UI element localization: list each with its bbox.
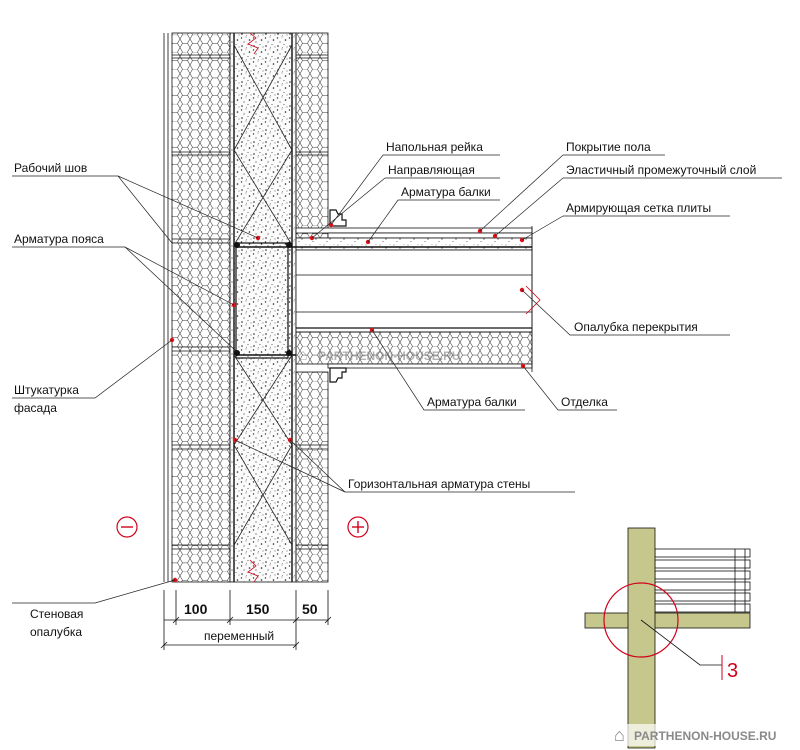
label-horizontal-wall-rebar: Горизонтальная арматура стены (348, 477, 530, 491)
wall-section (163, 32, 329, 583)
label-facade-plaster-2: фасада (14, 401, 57, 415)
plus-sign-icon (347, 516, 369, 538)
svg-text:PARTHENON-HOUSE.RU: PARTHENON-HOUSE.RU (634, 729, 776, 743)
label-slab-mesh: Армирующая сетка плиты (566, 201, 711, 215)
watermark-center: ⌂ PARTHENON-HOUSE.RU (298, 347, 460, 364)
svg-text:PARTHENON-HOUSE.RU: PARTHENON-HOUSE.RU (318, 349, 460, 363)
label-facade-plaster-1: Штукатурка (14, 383, 79, 397)
right-insulation-panel-upper (295, 32, 329, 239)
dimension-lines (160, 590, 332, 650)
ceiling-batten (329, 367, 347, 383)
floor-slab (236, 209, 541, 383)
label-slab-formwork: Опалубка перекрытия (574, 320, 698, 334)
slab-formwork-void (295, 249, 533, 333)
belt-zone (235, 242, 289, 359)
floor-covering-layer (295, 227, 533, 234)
truss-diagonals (233, 44, 293, 546)
label-floor-batten: Напольная рейка (386, 140, 483, 154)
elastic-layer (327, 232, 533, 239)
break-mark-bottom (247, 559, 259, 583)
label-elastic-layer: Эластичный промежуточный слой (566, 163, 756, 177)
labels: Рабочий шов Арматура пояса Штукатурка фа… (14, 140, 756, 639)
inset-post (627, 527, 656, 749)
leader-lines (12, 154, 782, 604)
label-beam-rebar-bottom: Арматура балки (427, 395, 517, 409)
inset-callout-circle (603, 582, 679, 658)
label-floor-covering: Покрытие пола (566, 140, 651, 154)
ceiling-finish (327, 363, 533, 369)
right-insulation-panel-lower (295, 371, 329, 583)
left-insulation-panel (171, 32, 231, 583)
slab-insulation-bottom (295, 331, 533, 365)
inset-beam (584, 612, 751, 629)
label-finish: Отделка (561, 395, 608, 409)
label-wall-formwork-2: опалубка (30, 625, 82, 639)
watermark-bottom: ⌂ PARTHENON-HOUSE.RU (612, 724, 800, 746)
dimension-variable: переменный (204, 629, 274, 643)
label-beam-rebar-top: Арматура балки (401, 185, 491, 199)
minus-sign-icon (116, 516, 138, 538)
label-working-seam: Рабочий шов (14, 161, 87, 175)
label-wall-formwork-1: Стеновая (30, 607, 83, 621)
label-belt-rebar: Арматура пояса (14, 232, 104, 246)
inset-detail: 3 (584, 527, 751, 749)
slab-break-mark (525, 285, 541, 315)
dimension-150: 150 (246, 601, 270, 617)
dimension-100: 100 (184, 601, 208, 617)
slab-concrete-top (295, 237, 533, 251)
inset-callout-number: 3 (727, 660, 738, 682)
dimension-50: 50 (302, 601, 318, 617)
floor-batten (329, 209, 347, 227)
break-mark-top (247, 32, 259, 55)
parthenon-logo-icon-bottom: ⌂ (614, 725, 625, 745)
panel-joints (172, 54, 328, 550)
label-guide: Направляющая (388, 163, 475, 177)
parthenon-logo-icon: ⌂ (298, 347, 308, 364)
rebar-dots (234, 242, 292, 356)
